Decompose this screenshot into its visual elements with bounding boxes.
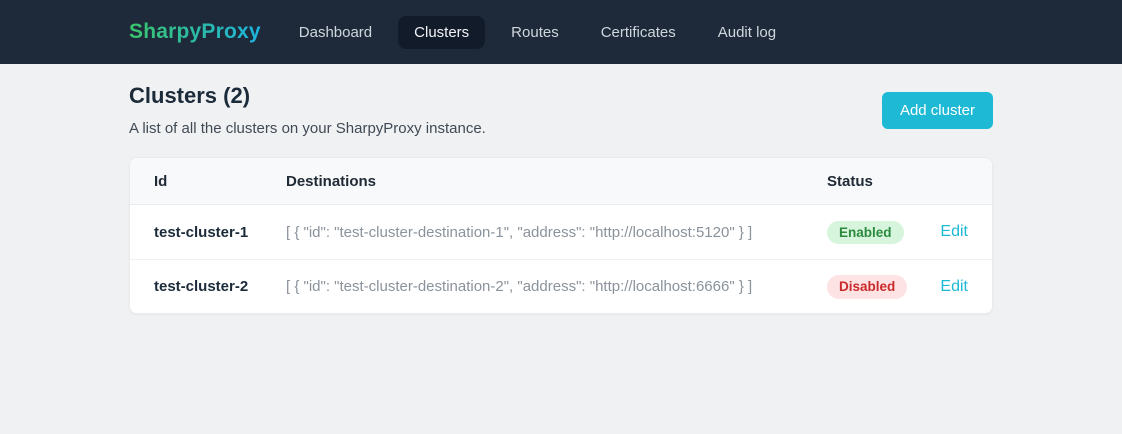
table-header-row: Id Destinations Status [130,158,992,206]
column-header-status: Status [827,172,873,190]
main-content: Clusters (2) A list of all the clusters … [129,64,993,315]
edit-cluster-link[interactable]: Edit [940,223,968,241]
page-title: Clusters (2) [129,83,251,108]
column-header-destinations: Destinations [286,172,377,190]
brand-logo[interactable]: SharpyProxy [129,20,261,43]
table-row: test-cluster-2 [ { "id": "test-cluster-d… [130,259,992,314]
cluster-destinations: [ { "id": "test-cluster-destination-2", … [286,278,753,296]
navbar: SharpyProxy Dashboard Clusters Routes Ce… [0,0,1122,64]
page-header-text: Clusters (2) A list of all the clusters … [129,83,486,138]
cluster-destinations: [ { "id": "test-cluster-destination-1", … [286,223,753,241]
nav-item-dashboard[interactable]: Dashboard [298,23,373,41]
cluster-status-cell: Disabled [827,275,932,299]
nav-item-clusters[interactable]: Clusters [398,15,486,49]
nav-item-certificates[interactable]: Certificates [600,23,676,41]
table-row: test-cluster-1 [ { "id": "test-cluster-d… [130,205,992,260]
column-header-id: Id [154,172,168,190]
edit-cluster-link[interactable]: Edit [940,277,968,295]
navbar-inner: SharpyProxy Dashboard Clusters Routes Ce… [129,15,993,49]
cluster-actions-cell: Edit [932,223,968,241]
status-badge: Enabled [827,220,904,245]
cluster-id: test-cluster-2 [154,278,249,296]
nav-item-routes[interactable]: Routes [511,23,559,41]
page-subtitle: A list of all the clusters on your Sharp… [129,120,486,138]
main-nav: Dashboard Clusters Routes Certificates A… [283,15,792,49]
cluster-status-cell: Enabled [827,220,932,245]
add-cluster-button[interactable]: Add cluster [881,92,993,130]
cluster-id: test-cluster-1 [154,223,249,241]
cluster-actions-cell: Edit [932,278,968,296]
nav-item-audit-log[interactable]: Audit log [717,23,777,41]
status-badge: Disabled [827,275,908,299]
clusters-table: Id Destinations Status test-cluster-1 [ … [129,157,993,315]
page-header: Clusters (2) A list of all the clusters … [129,83,993,138]
